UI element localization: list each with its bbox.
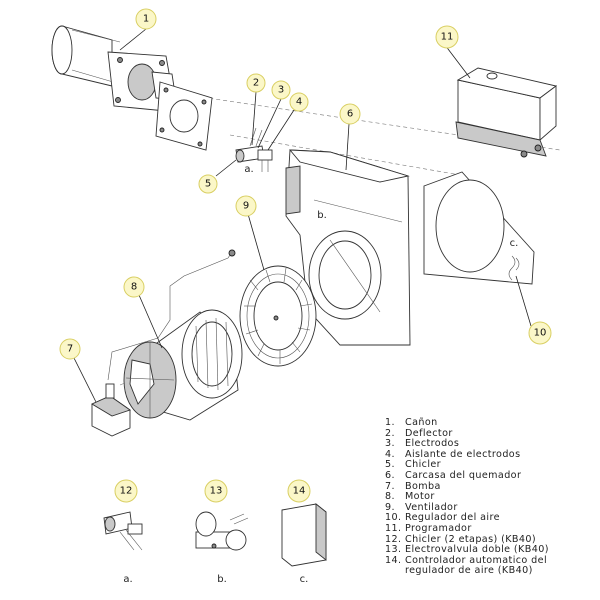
legend-number: 12.: [385, 533, 402, 545]
legend-number: 14.: [385, 554, 402, 566]
svg-text:3: 3: [278, 85, 284, 96]
label-b-bottom: b.: [217, 574, 227, 585]
label-a-main: a.: [244, 164, 253, 175]
callout-5: 5: [198, 174, 218, 194]
part-motor: [123, 309, 243, 421]
part-pump: [91, 383, 131, 437]
legend-item: 6. Carcasa del quemador: [385, 469, 595, 482]
label-b-main: b.: [317, 210, 327, 221]
svg-text:4: 4: [296, 97, 302, 108]
legend-text: Electrovalvula doble (KB40): [405, 544, 549, 556]
legend-text: Electrodos: [405, 438, 460, 450]
legend-number: 5.: [385, 459, 395, 471]
legend-text: Motor: [405, 491, 435, 503]
cable-connector: [228, 249, 236, 257]
callout-6: 6: [339, 103, 361, 125]
legend-item: 1. Cañon: [385, 417, 595, 429]
svg-text:14: 14: [293, 486, 306, 497]
legend-item: 13.Electrovalvula doble (KB40): [385, 545, 595, 556]
callout-11: 11: [435, 25, 459, 49]
motor-cable: [107, 251, 233, 381]
legend-number: 7.: [385, 480, 395, 492]
legend-text: Programador: [405, 522, 472, 534]
callout-13: 13: [204, 479, 228, 503]
part-canon: [51, 25, 177, 113]
legend-text: Carcasa del quemador: [405, 469, 522, 481]
part-air-regulator: [423, 171, 535, 285]
legend-text: regulador de aire (KB40): [405, 565, 533, 577]
legend-text: Ventilador: [405, 501, 458, 513]
legend-number: 4.: [385, 448, 395, 460]
label-c-main: c.: [510, 238, 519, 249]
legend-item: 11.Programador: [385, 522, 595, 535]
svg-text:10: 10: [534, 328, 547, 339]
callout-3: 3: [271, 80, 291, 100]
svg-text:1: 1: [143, 14, 149, 25]
legend-item: 10.Regulador del aire: [385, 513, 595, 524]
legend-number: 13.: [385, 544, 402, 556]
svg-text:12: 12: [120, 486, 133, 497]
label-c-bottom: c.: [300, 574, 309, 585]
part-air-controller: [281, 503, 327, 567]
legend-text: Bomba: [405, 480, 441, 492]
callout-10: 10: [528, 321, 552, 345]
part-double-valve: [195, 511, 249, 551]
part-nozzle-two-stage: [103, 511, 143, 551]
legend-number: 6.: [385, 469, 395, 481]
legend-item: 8. Motor: [385, 492, 595, 503]
legend-text: Regulador del aire: [405, 512, 500, 524]
legend-text: Chicler: [405, 459, 442, 471]
legend-item: 7. Bomba: [385, 480, 595, 493]
callout-12: 12: [114, 479, 138, 503]
svg-text:7: 7: [67, 344, 73, 355]
legend-item: 12.Chicler (2 etapas) (KB40): [385, 533, 595, 546]
callout-14: 14: [287, 479, 311, 503]
part-flange: [155, 81, 213, 151]
legend-item: regulador de aire (KB40): [385, 566, 595, 577]
legend-text: Controlador automatico del: [405, 554, 548, 566]
part-fan: [239, 265, 317, 367]
legend-number: 8.: [385, 491, 395, 503]
legend-number: 3.: [385, 438, 395, 450]
legend-text: Chicler (2 etapas) (KB40): [405, 533, 537, 545]
parts-legend: 1. Cañon 2. Deflector 3. Electrodos 4. Aislante…: [385, 417, 595, 577]
legend-text: Deflector: [405, 427, 453, 439]
legend-number: 9.: [385, 501, 395, 513]
label-a-bottom: a.: [123, 574, 132, 585]
callout-4: 4: [289, 92, 309, 112]
legend-number: 2.: [385, 427, 395, 439]
svg-text:5: 5: [205, 179, 211, 190]
legend-item: 3. Electrodos: [385, 439, 595, 450]
legend-item: 4. Aislante de electrodos: [385, 448, 595, 461]
part-burner-housing: [285, 149, 411, 346]
legend-item: 5. Chicler: [385, 460, 595, 471]
callout-9: 9: [235, 195, 257, 217]
part-nozzle-assembly: [235, 127, 273, 172]
legend-number: [385, 566, 405, 577]
svg-text:6: 6: [347, 109, 353, 120]
callout-8: 8: [123, 276, 145, 298]
callout-1: 1: [135, 8, 157, 30]
part-programmer: [455, 67, 558, 158]
svg-text:11: 11: [441, 32, 454, 43]
svg-text:2: 2: [253, 78, 259, 89]
legend-item: 9. Ventilador: [385, 501, 595, 514]
legend-number: 10.: [385, 512, 402, 524]
legend-text: Aislante de electrodos: [405, 448, 521, 460]
assembly-axis: [229, 134, 461, 176]
svg-text:13: 13: [210, 486, 223, 497]
svg-text:8: 8: [131, 282, 137, 293]
callout-7: 7: [59, 338, 81, 360]
legend-text: Cañon: [405, 417, 438, 428]
legend-number: 1.: [385, 417, 395, 428]
legend-number: 11.: [385, 522, 402, 534]
callout-2: 2: [246, 73, 266, 93]
legend-item: 2. Deflector: [385, 427, 595, 440]
legend-item: 14.Controlador automatico del: [385, 554, 595, 567]
svg-text:9: 9: [243, 201, 249, 212]
